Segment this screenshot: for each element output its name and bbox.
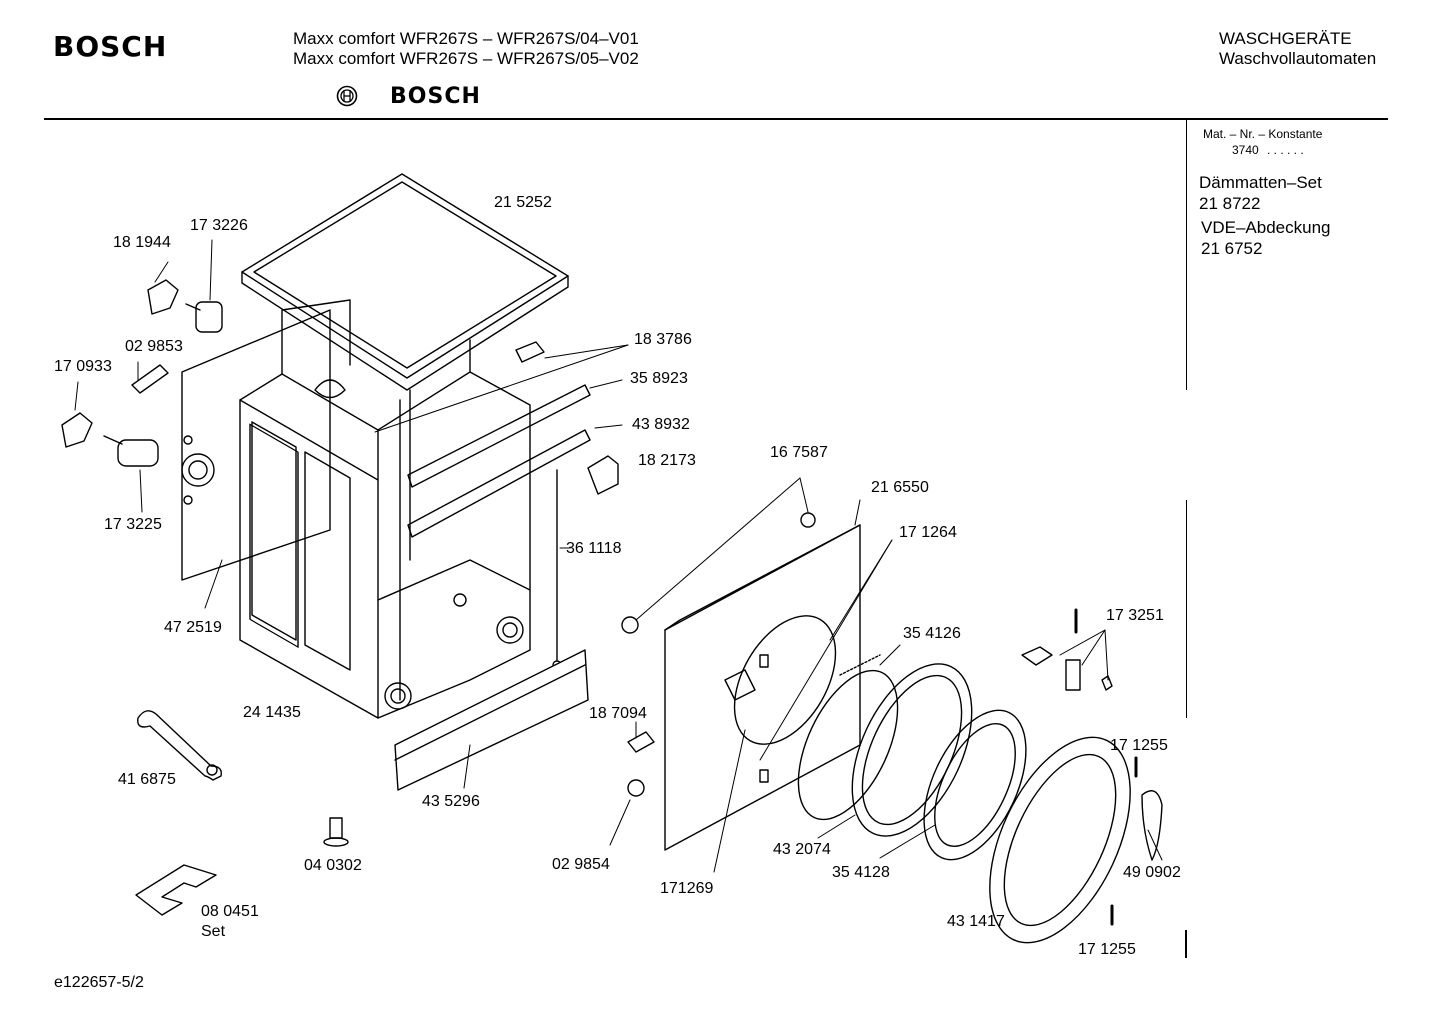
bosch-armature-icon (336, 85, 358, 107)
accessories (135, 710, 349, 916)
side-item-number: 21 8722 (1199, 194, 1261, 213)
part-label: 36 1118 (566, 540, 622, 557)
part-label: 171269 (660, 880, 714, 897)
constant-value: 3740 (1232, 143, 1259, 157)
part-label: 21 5252 (494, 194, 552, 211)
side-item-name: VDE–Abdeckung (1201, 218, 1331, 237)
part-label: 47 2519 (164, 619, 222, 636)
model-line-2: Maxx comfort WFR267S – WFR267S/05–V02 (293, 49, 639, 68)
part-label: 43 5296 (422, 793, 480, 810)
part-label: Set (201, 923, 226, 940)
brand-logo: BOSCH (53, 30, 168, 63)
part-label: 41 6875 (118, 771, 176, 788)
part-label: 21 6550 (871, 479, 929, 496)
part-label: 17 0933 (54, 358, 112, 375)
part-label: 43 8932 (632, 416, 690, 433)
side-divider-lower (1186, 500, 1187, 718)
door-parts (797, 608, 1163, 944)
part-label: 35 8923 (630, 370, 688, 387)
category-line-2: Waschvollautomaten (1219, 49, 1377, 68)
front-panel (621, 512, 861, 851)
model-line-1: Maxx comfort WFR267S – WFR267S/04–V01 (293, 29, 639, 48)
side-item-number: 21 6752 (1201, 239, 1263, 258)
part-label: 35 4126 (903, 625, 961, 642)
part-label: 18 2173 (638, 452, 696, 469)
drawing-id: e122657-5/2 (54, 974, 144, 991)
leader-lines (74, 239, 1163, 873)
kickplate (394, 649, 589, 791)
part-label: 18 7094 (589, 705, 647, 722)
side-item-name: Dämmatten–Set (1199, 173, 1322, 192)
side-panel (181, 309, 331, 581)
left-small-parts (61, 279, 223, 467)
part-label: 49 0902 (1123, 864, 1181, 881)
bosch-wordmark: BOSCH (390, 84, 481, 109)
part-label: 17 3226 (190, 217, 248, 234)
part-label: 18 3786 (634, 331, 692, 348)
part-label: 17 1255 (1078, 941, 1136, 958)
side-divider-bottom (1185, 930, 1187, 958)
header-rule (44, 118, 1388, 120)
part-label: 04 0302 (304, 857, 362, 874)
rails (407, 341, 619, 670)
part-label: 17 1264 (899, 524, 957, 541)
part-label: 18 1944 (113, 234, 171, 251)
part-label: 02 9853 (125, 338, 183, 355)
part-label: 16 7587 (770, 444, 828, 461)
top-cover (241, 173, 569, 391)
part-label: 08 0451 (201, 903, 259, 920)
part-label: 17 1255 (1110, 737, 1168, 754)
part-label: 17 3225 (104, 516, 162, 533)
category-line-1: WASCHGERÄTE (1219, 29, 1352, 48)
part-label: 43 2074 (773, 841, 831, 858)
part-label: 17 3251 (1106, 607, 1164, 624)
part-label: 35 4128 (832, 864, 890, 881)
constant-dots: . . . . . . (1267, 143, 1304, 157)
constant-label: Mat. – Nr. – Konstante (1203, 127, 1323, 141)
side-divider (1186, 120, 1187, 390)
part-label: 02 9854 (552, 856, 610, 873)
part-label: 24 1435 (243, 704, 301, 721)
part-label: 43 1417 (947, 913, 1005, 930)
